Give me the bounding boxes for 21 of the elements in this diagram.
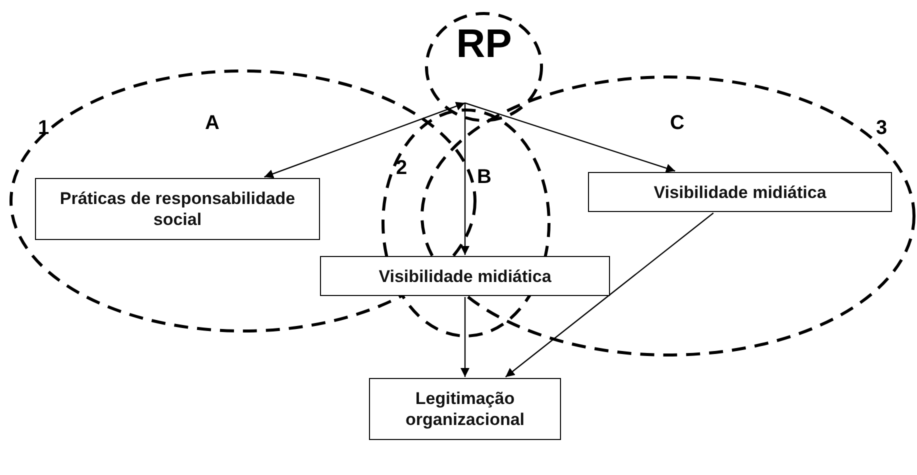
box-label: Visibilidade midiática <box>378 266 552 286</box>
edge-label: C <box>670 112 684 135</box>
dashed-circle <box>425 12 543 122</box>
arrow <box>460 103 470 255</box>
region-number: 1 <box>38 117 50 140</box>
arrow <box>460 297 470 377</box>
circle-label: RP <box>455 22 513 67</box>
box-label: Visibilidade midiática <box>654 182 826 202</box>
region-number: 2 <box>396 157 408 180</box>
text-box <box>35 178 320 240</box>
text-box <box>369 378 561 440</box>
edge-label: B <box>477 166 492 189</box>
arrow <box>505 212 714 378</box>
region-number: 3 <box>876 117 888 140</box>
arrow <box>264 102 466 178</box>
text-box <box>320 256 610 296</box>
box-label: Práticas de responsabilidade social <box>58 188 296 230</box>
box-label: Legitimação organizacional <box>404 388 526 430</box>
arrow <box>464 102 676 172</box>
text-box <box>588 172 892 212</box>
edge-label: A <box>205 112 220 135</box>
